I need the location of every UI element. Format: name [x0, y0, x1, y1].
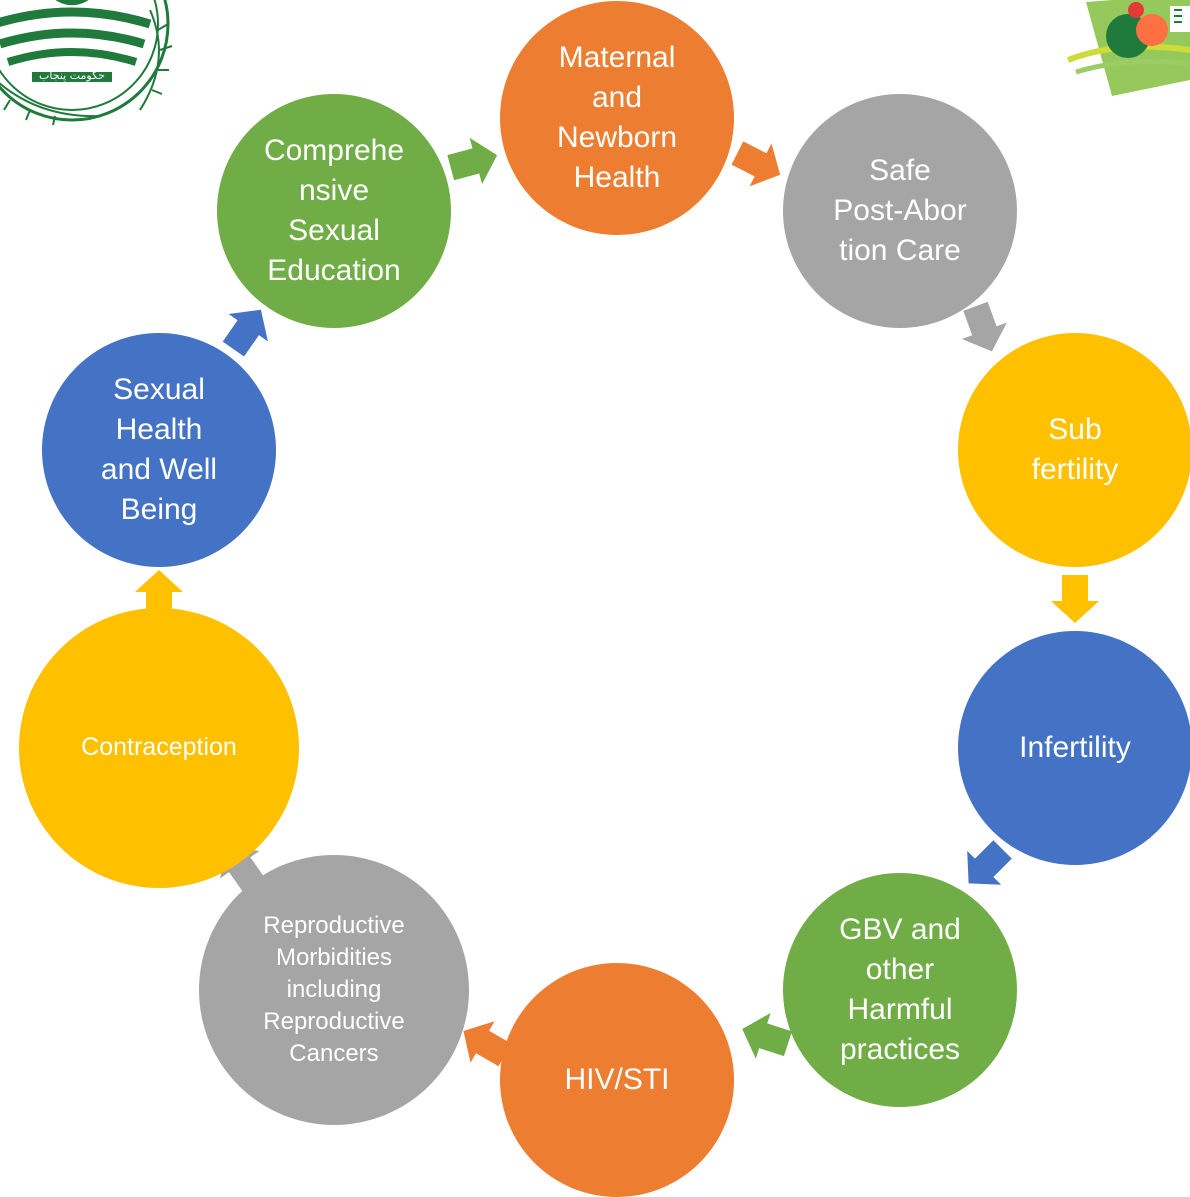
arrow-cse-to-maternal [447, 137, 498, 185]
cycle-node-gbv-harmful-practices: GBV and other Harmful practices [783, 873, 1017, 1107]
cycle-node-sub-fertility: Sub fertility [958, 333, 1190, 567]
cycle-node-label: Sexual Health and Well Being [100, 373, 218, 526]
cycle-node-label: GBV and other Harmful practices [839, 913, 961, 1066]
cycle-node-infertility: Infertility [958, 631, 1190, 865]
arrow-safe-to-subfertility [961, 301, 1007, 352]
cycle-node-label: HIV/STI [564, 1063, 670, 1097]
arrow-maternal-to-safe [731, 141, 781, 187]
arrow-infertility-to-gbv [967, 840, 1012, 885]
cycle-node-label: Contraception [81, 733, 237, 762]
cycle-node-label: Safe Post-Abor tion Care [833, 154, 967, 267]
cycle-node-label: Sub fertility [1031, 413, 1119, 486]
cycle-node-maternal-newborn-health: Maternal and Newborn Health [500, 1, 734, 235]
cycle-node-label: Maternal and Newborn Health [556, 41, 678, 194]
cycle-node-reproductive-morbidities: Reproductive Morbidities including Repro… [199, 855, 469, 1125]
arrow-subfertility-to-infertility [1051, 575, 1099, 623]
cycle-node-contraception: Contraception [19, 608, 299, 888]
cycle-node-safe-post-abortion-care: Safe Post-Abor tion Care [783, 94, 1017, 328]
cycle-node-comprehensive-sexual-education: Comprehe nsive Sexual Education [217, 94, 451, 328]
cycle-node-label: Infertility [1019, 731, 1131, 765]
punjab-seal-urdu-text: حکومت پنجاب [39, 69, 105, 82]
cycle-node-sexual-health-well-being: Sexual Health and Well Being [42, 333, 276, 567]
arrow-hiv-to-morbidities [463, 1021, 512, 1067]
cycle-node-label: Comprehe nsive Sexual Education [263, 134, 405, 287]
cycle-node-label: Reproductive Morbidities including Repro… [263, 912, 405, 1067]
arrow-gbv-to-hiv [742, 1012, 792, 1059]
arrow-sexual-health-to-cse [222, 309, 268, 357]
arrow-contraception-to-sexual-health [135, 570, 183, 618]
cycle-node-hiv-sti: HIV/STI [500, 963, 734, 1197]
